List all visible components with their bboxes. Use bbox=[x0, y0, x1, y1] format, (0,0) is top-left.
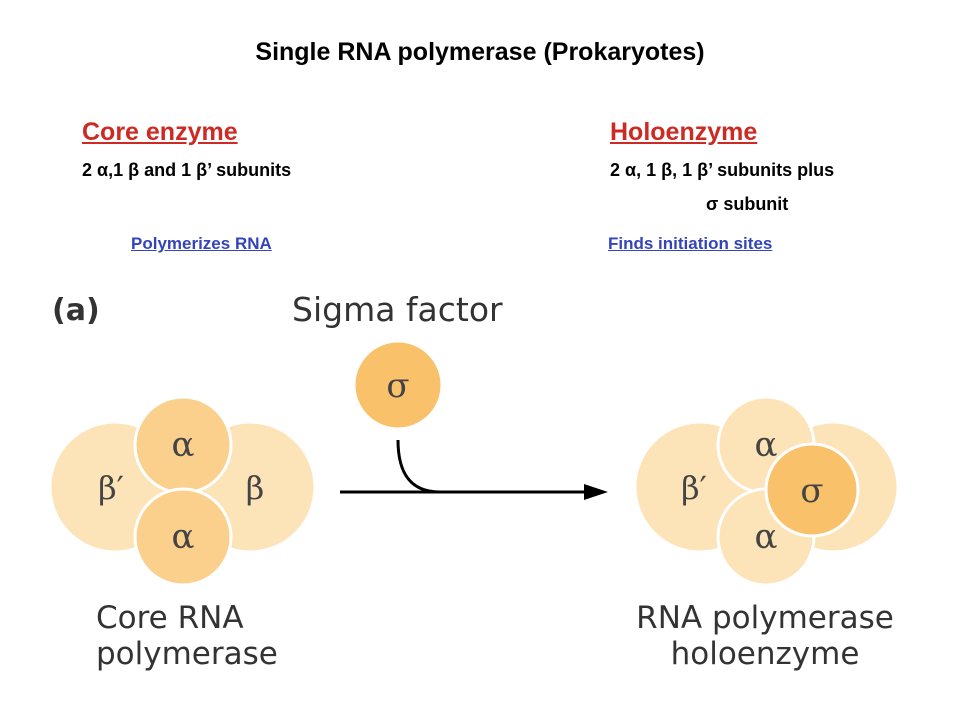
sigma-symbol: σ bbox=[386, 366, 409, 406]
holoenzyme-label: RNA polymerase holoenzyme bbox=[620, 600, 910, 672]
holoenzyme-heading: Holoenzyme bbox=[610, 118, 758, 146]
page-title: Single RNA polymerase (Prokaryotes) bbox=[255, 38, 705, 66]
sigma-factor-label: Sigma factor bbox=[292, 290, 503, 329]
holo-sigma-subunit bbox=[764, 442, 860, 538]
holo-alpha-symbol-top: α bbox=[755, 425, 778, 465]
rna-polymerase-holoenzyme: β′ α α σ bbox=[633, 395, 900, 587]
holo-alpha-symbol-bottom: α bbox=[755, 517, 778, 557]
holo-sigma-subunit-text: σ subunit bbox=[706, 194, 789, 214]
holo-subunits-text: 2 α, 1 β, 1 β’ subunits plus bbox=[610, 160, 835, 180]
alpha-symbol-bottom: α bbox=[172, 517, 195, 557]
beta-prime-symbol: β′ bbox=[98, 469, 124, 507]
holo-beta-prime-symbol: β′ bbox=[681, 469, 707, 507]
core-subunits-text: 2 α,1 β and 1 β’ subunits bbox=[82, 160, 292, 180]
core-label-line-1: Core RNA bbox=[96, 600, 244, 636]
alpha-subunit-bottom bbox=[133, 487, 233, 587]
polymerizes-rna-link[interactable]: Polymerizes RNA bbox=[131, 234, 272, 253]
core-enzyme-heading: Core enzyme bbox=[82, 118, 238, 146]
beta-symbol: β bbox=[246, 469, 265, 507]
free-sigma-subunit: σ bbox=[352, 339, 444, 431]
core-rna-polymerase-label: Core RNA polymerase bbox=[96, 600, 278, 672]
holo-label-line-1: RNA polymerase bbox=[636, 600, 894, 636]
finds-initiation-sites-link[interactable]: Finds initiation sites bbox=[608, 234, 773, 253]
core-rna-polymerase: β′ β α α bbox=[48, 395, 317, 587]
core-label-line-2: polymerase bbox=[96, 636, 278, 672]
alpha-symbol-top: α bbox=[172, 425, 195, 465]
holo-sigma-symbol: σ bbox=[800, 471, 823, 511]
panel-label: (a) bbox=[52, 293, 100, 328]
binding-arrow bbox=[340, 439, 608, 500]
holo-label-line-2: holoenzyme bbox=[670, 636, 860, 672]
